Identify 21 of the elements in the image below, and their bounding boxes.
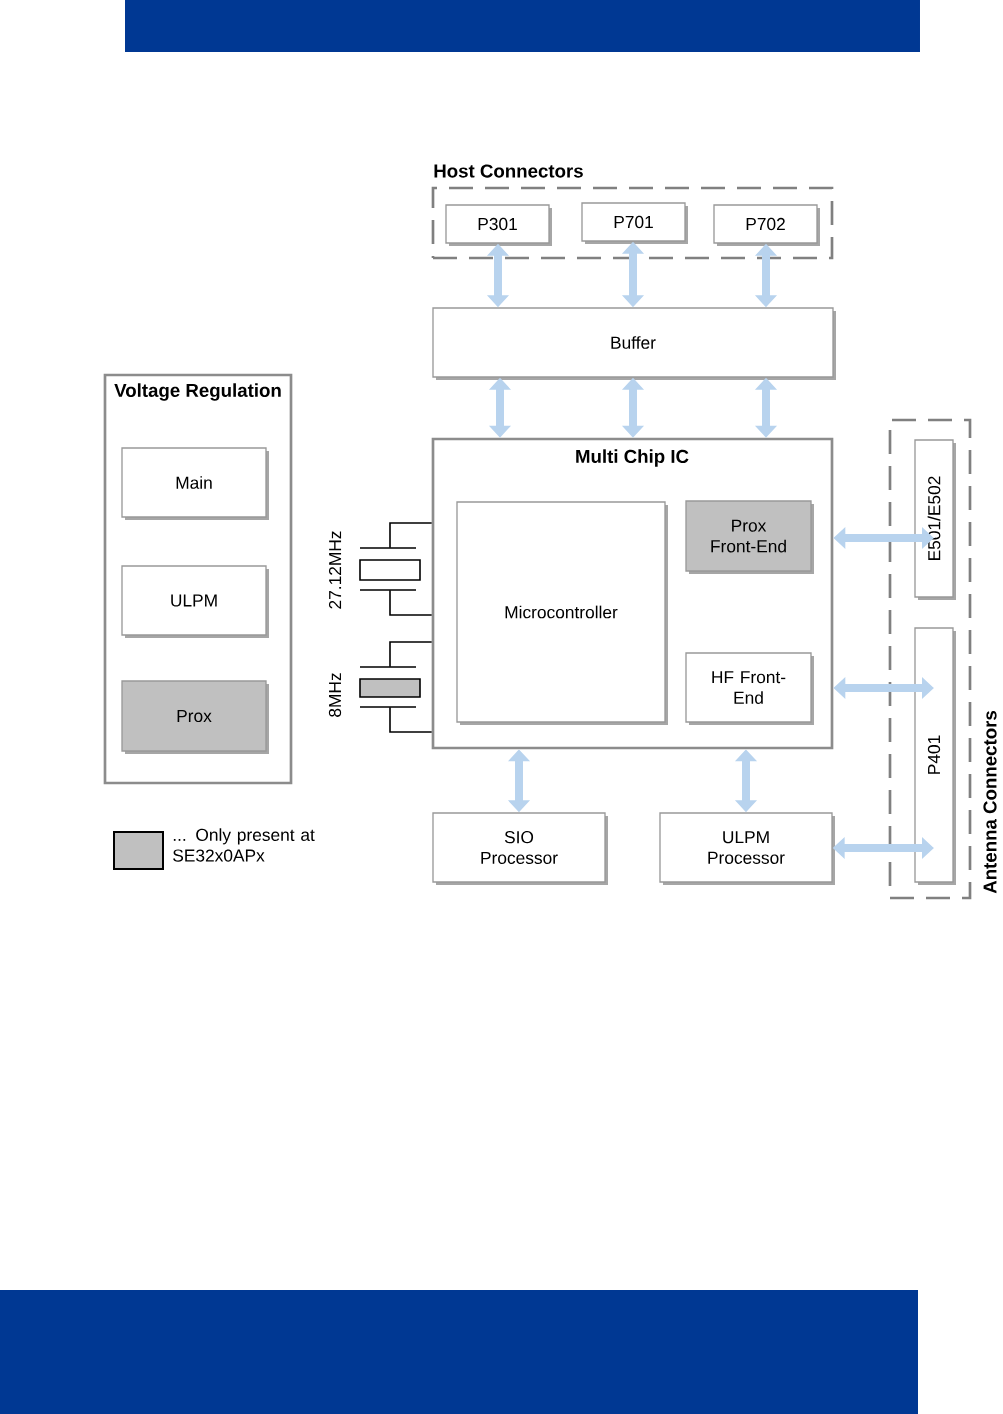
block-box: P301 xyxy=(445,204,552,246)
block-box: ULPM Processor xyxy=(659,812,835,885)
wire xyxy=(389,522,433,549)
connector-box: P401 xyxy=(914,627,956,885)
wire xyxy=(389,641,433,668)
node-label: Host Connectors xyxy=(434,164,583,178)
block-box: P701 xyxy=(581,202,688,244)
block-box: ULPM xyxy=(121,565,269,638)
block-box: SIO Processor xyxy=(432,812,608,885)
block-box: HF Front-End xyxy=(685,652,814,725)
wire xyxy=(389,589,433,616)
block-box: Main xyxy=(121,447,269,520)
block-box: Buffer xyxy=(432,307,836,380)
connector-box: E501/E502 xyxy=(914,439,956,600)
block-box: P702 xyxy=(713,204,820,246)
block-box: Prox xyxy=(121,680,269,754)
wire xyxy=(389,706,433,733)
block-box: Prox Front-End xyxy=(685,500,814,574)
legend-text: ... Only present at SE32x0APx xyxy=(173,828,315,862)
block-box: Microcontroller xyxy=(456,501,668,725)
node-label: Antenna Connectors xyxy=(983,711,997,894)
